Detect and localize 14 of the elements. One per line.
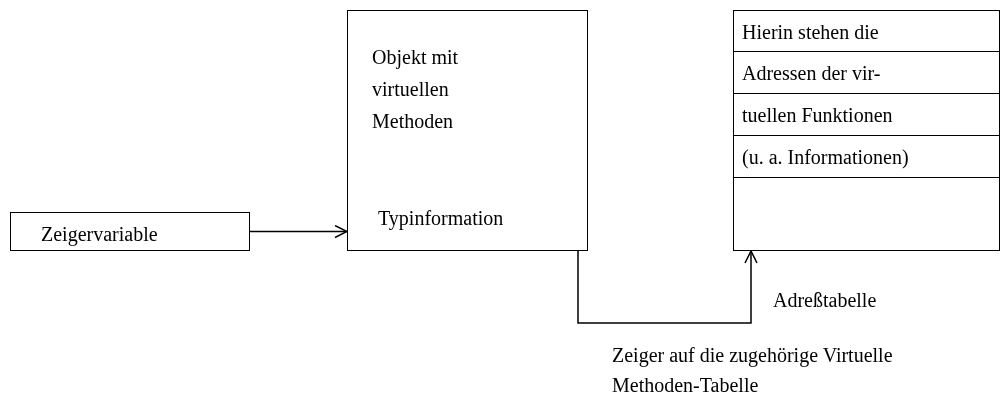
node-text: Hierin stehen die <box>742 20 879 45</box>
object-box <box>347 10 588 251</box>
node-text: Adressen der vir- <box>742 61 881 86</box>
node-text: Zeigervariable <box>41 222 158 248</box>
arrow <box>577 250 758 324</box>
node-text: (u. a. Informationen) <box>742 145 909 171</box>
node-caption: Adreßtabelle <box>773 288 877 313</box>
table-box <box>733 10 1000 251</box>
node-text: Typinformation <box>378 206 504 232</box>
node-text: Objekt mit virtuellen Methoden <box>372 45 460 134</box>
edge-label: Zeiger auf die zugehörige Virtuelle Methoden-Tabelle <box>612 343 894 398</box>
variable-box <box>10 212 250 251</box>
node-text: tuellen Funktionen <box>742 103 893 128</box>
arrow <box>249 224 348 239</box>
